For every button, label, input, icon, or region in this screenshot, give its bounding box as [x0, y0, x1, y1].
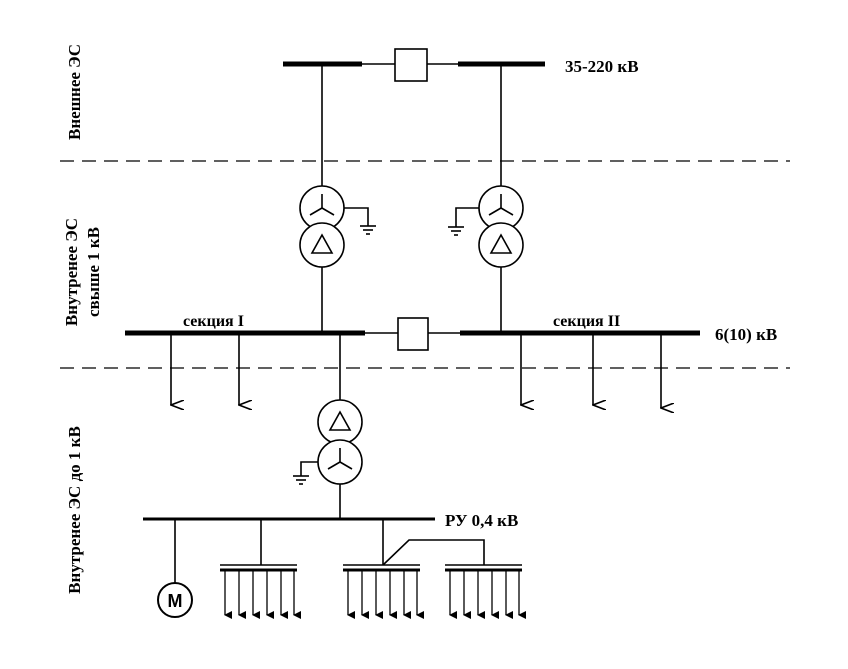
section-2-label: секция II	[553, 313, 620, 330]
board-2-to-board-3-link	[382, 539, 485, 566]
zone-label-internal-hv-2: свыше 1 кВ	[84, 227, 103, 317]
zone-label-internal-lv: Внутренее ЭС до 1 кВ	[65, 426, 84, 594]
hv-voltage-label: 35-220 кВ	[565, 57, 639, 76]
lv-bus-label: РУ 0,4 кВ	[445, 511, 518, 530]
mv-busbar	[125, 317, 700, 351]
mv-outgoing-feeders	[171, 333, 661, 408]
distribution-board-1	[220, 564, 301, 619]
right-transformer-ground	[448, 207, 479, 236]
mv-section-breaker	[397, 317, 429, 351]
lv-transformer-t3	[317, 399, 363, 485]
left-transformer-ground	[344, 207, 376, 235]
distribution-board-2	[343, 564, 424, 619]
section-1-label: секция I	[183, 313, 244, 330]
hv-bus-tie-breaker	[394, 48, 428, 82]
right-transformer-t2	[478, 185, 524, 268]
motor-symbol: M	[168, 591, 183, 611]
left-transformer-t1	[299, 185, 345, 268]
zone-label-external: Внешнее ЭС	[65, 44, 84, 140]
motor-m: M	[157, 582, 193, 618]
zone-label-internal-hv-1: Внутренее ЭС	[62, 218, 81, 326]
distribution-board-3	[445, 564, 526, 619]
lv-transformer-ground	[293, 461, 318, 485]
mv-voltage-label: 6(10) кВ	[715, 325, 777, 344]
